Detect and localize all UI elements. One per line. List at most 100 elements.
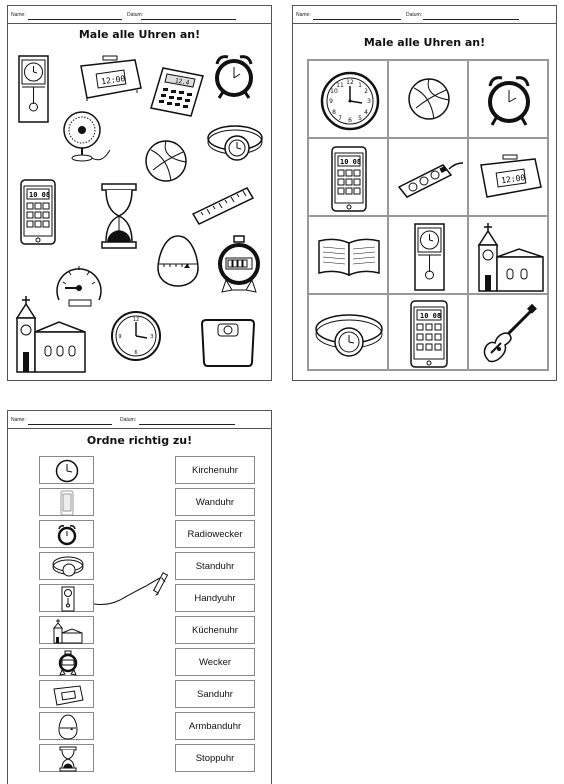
worksheet-title: Male alle Uhren an! (363, 36, 486, 49)
ball-icon (408, 78, 450, 120)
alarm-clock-icon (488, 76, 530, 126)
wall-clock-icon (18, 55, 49, 123)
grandfather-clock-icon (61, 586, 75, 612)
matching-line (93, 577, 161, 605)
name-label: Name: (296, 12, 311, 18)
svg-text:1: 1 (358, 82, 362, 89)
clock-radio-time: 12:00 (501, 173, 526, 185)
worksheet-header: Name: Datum: (8, 6, 271, 24)
clock-radio-icon: 12:00 (80, 55, 142, 101)
ruler-icon (191, 187, 255, 225)
svg-text:6: 6 (134, 350, 137, 356)
phone-time: 10 08 (340, 158, 361, 166)
grid-cell (308, 294, 388, 370)
svg-text:6: 6 (348, 117, 352, 124)
match-picture-clock-radio[interactable] (39, 680, 94, 708)
wristwatch-icon (52, 556, 84, 577)
name-line (28, 19, 122, 20)
date-label: Datum: (120, 417, 137, 423)
svg-text:4: 4 (364, 109, 368, 116)
match-picture-grandfather-clock[interactable] (39, 584, 94, 612)
match-word[interactable]: Kirchenuhr (175, 456, 255, 484)
svg-text:5: 5 (358, 115, 362, 122)
smartphone-icon: 10 08 (20, 179, 56, 245)
match-picture-stopwatch[interactable] (39, 648, 94, 676)
match-picture-smartphone[interactable] (39, 488, 94, 516)
wall-clock-icon (55, 459, 79, 483)
grid-cell: 12:00 (468, 138, 548, 216)
name-label: Name: (11, 417, 26, 423)
match-picture-wall-clock[interactable] (39, 456, 94, 484)
ball-icon (145, 140, 187, 182)
clock-radio-icon (53, 685, 84, 706)
egg-timer-icon (157, 235, 199, 287)
svg-text:7: 7 (338, 115, 342, 122)
smartphone-icon (60, 490, 74, 516)
match-word[interactable]: Stoppuhr (175, 744, 255, 772)
pen-icon (152, 572, 169, 596)
stopwatch-icon (218, 235, 260, 293)
hourglass-icon (59, 746, 77, 772)
match-word[interactable]: Sanduhr (175, 680, 255, 708)
grid-cell: 10 08 (388, 294, 468, 370)
fan-icon (63, 111, 111, 162)
worksheet-3: Name: Datum: Ordne richtig zu! (7, 410, 272, 784)
match-word[interactable]: Küchenuhr (175, 616, 255, 644)
clock-radio-icon: 12:00 (480, 154, 542, 198)
match-word[interactable]: Radiowecker (175, 520, 255, 548)
calculator-display: 12.4 (174, 77, 190, 86)
grid-cell (308, 216, 388, 294)
alarm-clock-icon (57, 525, 77, 546)
phone-time: 10 08 (420, 312, 441, 320)
stopwatch-icon (58, 650, 78, 676)
worksheet-header: Name: Datum: (8, 411, 271, 429)
worksheet-title: Male alle Uhren an! (78, 28, 201, 41)
grid-cell (468, 216, 548, 294)
scale-icon (200, 319, 256, 367)
calculator-icon: 12.4 (150, 67, 204, 117)
grid-cell (388, 138, 468, 216)
grid-cell (468, 60, 548, 138)
date-label: Datum: (406, 12, 423, 18)
smartphone-icon: 10 08 (410, 300, 448, 368)
clock-radio-time: 12:00 (101, 74, 126, 86)
match-picture-alarm-clock[interactable] (39, 520, 94, 548)
match-word[interactable]: Wanduhr (175, 488, 255, 516)
date-label: Datum: (127, 12, 144, 18)
phone-time: 10 08 (29, 191, 50, 199)
smartphone-icon: 10 08 (331, 146, 367, 212)
wristwatch-icon (315, 314, 383, 357)
match-picture-wristwatch[interactable] (39, 552, 94, 580)
svg-text:10: 10 (330, 88, 338, 95)
match-word[interactable]: Armbanduhr (175, 712, 255, 740)
book-icon (318, 238, 380, 277)
match-word[interactable]: Handyuhr (175, 584, 255, 612)
name-line (313, 19, 401, 20)
svg-text:12: 12 (133, 317, 139, 323)
grid-cell (388, 216, 468, 294)
church-icon (15, 296, 86, 373)
svg-text:2: 2 (364, 88, 368, 95)
alarm-clock-icon (215, 55, 253, 99)
speedometer-icon (56, 266, 102, 307)
date-line (423, 19, 519, 20)
hourglass-icon (101, 183, 137, 249)
church-icon (477, 223, 544, 292)
worksheet-1: Name: Datum: Male alle Uhren an! 12:00 1… (7, 5, 272, 381)
match-word[interactable]: Wecker (175, 648, 255, 676)
match-picture-hourglass[interactable] (39, 744, 94, 772)
date-line (139, 424, 235, 425)
guitar-icon (483, 303, 537, 363)
svg-text:9: 9 (329, 98, 333, 105)
match-picture-church[interactable] (39, 616, 94, 644)
name-label: Name: (11, 12, 26, 18)
match-picture-egg-timer[interactable] (39, 712, 94, 740)
match-word[interactable]: Standuhr (175, 552, 255, 580)
svg-text:8: 8 (332, 109, 336, 116)
svg-text:3: 3 (150, 334, 153, 340)
svg-text:11: 11 (336, 82, 344, 89)
